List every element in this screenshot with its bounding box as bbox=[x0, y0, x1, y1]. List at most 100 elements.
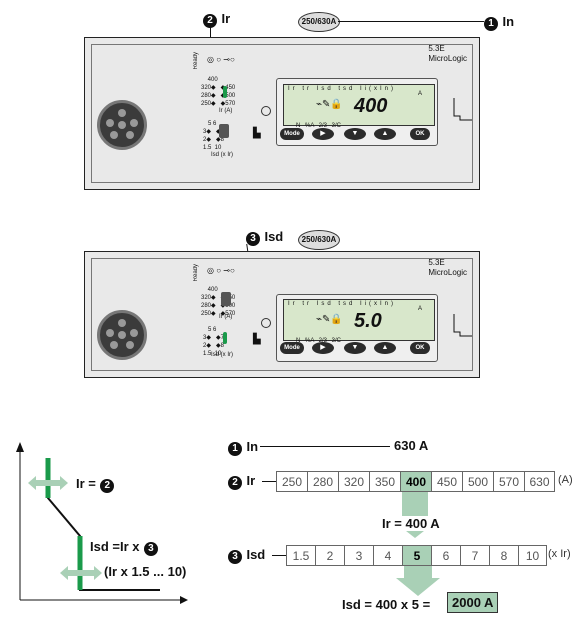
rating-oval-1: 250/630A bbox=[298, 12, 340, 32]
up-button[interactable]: ▲ bbox=[374, 128, 396, 140]
curve-isd-text: Isd =Ir x bbox=[90, 539, 140, 554]
setting-cell: 630 bbox=[524, 471, 555, 492]
trip-curve-diagram bbox=[16, 442, 188, 604]
callout-number: 3 bbox=[246, 232, 260, 246]
callout-isd-top: 3 Isd bbox=[246, 228, 283, 246]
model-number: 5.3E bbox=[428, 44, 445, 53]
in-leader-line bbox=[260, 446, 390, 447]
in-row-label: 1 In bbox=[228, 438, 258, 456]
callout-number: 1 bbox=[484, 17, 498, 31]
setting-cell: 2 bbox=[315, 545, 344, 566]
isd-dial[interactable] bbox=[223, 332, 227, 344]
lock-icon: ▙ bbox=[253, 334, 261, 345]
ir-leader-line bbox=[262, 481, 276, 482]
callout-line-in bbox=[338, 21, 484, 22]
in-value: 630 A bbox=[394, 438, 429, 453]
setting-cell: 3 bbox=[344, 545, 373, 566]
isd-dial-label: Isd (x Ir) bbox=[211, 152, 233, 158]
setting-cell: 6 bbox=[431, 545, 460, 566]
ir-label: Ir bbox=[246, 473, 256, 488]
ir-result: Ir = 400 A bbox=[380, 516, 442, 531]
mode-button[interactable]: Mode bbox=[280, 128, 304, 140]
setting-cell: 350 bbox=[369, 471, 400, 492]
curve-ir-text: Ir = bbox=[76, 476, 96, 491]
lcd-sub-labels: N %A 2/3 3/C bbox=[296, 123, 342, 129]
lcd-display-1: Ir tr Isd tsd Ii(xIn) ⌁✎🔒 400 A bbox=[283, 84, 435, 126]
rating-oval-2: 250/630A bbox=[298, 230, 340, 250]
setting-cell: 1.5 bbox=[286, 545, 315, 566]
rating-text: 250/630A bbox=[301, 17, 337, 26]
isd-dial-label: Isd (x Ir) bbox=[211, 352, 233, 358]
selected-setting-cell: 5 bbox=[402, 545, 431, 566]
callout-label: Isd bbox=[264, 229, 284, 244]
isd-unit: (x Ir) bbox=[548, 548, 571, 560]
ir-dial-label: Ir (A) bbox=[219, 108, 233, 114]
isd-label: Isd bbox=[246, 547, 266, 562]
setting-cell: 280 bbox=[307, 471, 338, 492]
lcd-display-2: Ir tr Isd tsd Ii(xIn) ⌁✎🔒 5.0 A bbox=[283, 299, 435, 341]
setting-cell: 570 bbox=[493, 471, 524, 492]
setting-cell: 500 bbox=[462, 471, 493, 492]
ir-unit: (A) bbox=[558, 474, 573, 486]
callout-number: 2 bbox=[100, 479, 115, 493]
setting-cell: 7 bbox=[460, 545, 489, 566]
indicator-ring bbox=[261, 106, 271, 116]
setting-cell: 4 bbox=[373, 545, 402, 566]
indicator-ring bbox=[261, 318, 271, 328]
ir-dial-label: Ir (A) bbox=[219, 314, 233, 320]
lock-icon: ▙ bbox=[253, 128, 261, 139]
ready-label: Ready bbox=[193, 264, 199, 282]
down-button[interactable]: ▼ bbox=[344, 128, 366, 140]
model-label: 5.3E MicroLogic bbox=[428, 44, 467, 64]
callout-number: 3 bbox=[228, 550, 242, 564]
model-number: 5.3E bbox=[428, 258, 445, 267]
up-button[interactable]: ▲ bbox=[374, 342, 396, 354]
mode-button[interactable]: Mode bbox=[280, 342, 304, 354]
lcd-icons: ⌁✎🔒 bbox=[316, 99, 343, 110]
lcd-header: Ir tr Isd tsd Ii(xIn) bbox=[288, 86, 397, 92]
next-button[interactable]: ▶ bbox=[312, 342, 334, 354]
curve-isd-label: Isd =Ir x 3 bbox=[90, 538, 158, 556]
model-label: 5.3E MicroLogic bbox=[428, 258, 467, 278]
model-name: MicroLogic bbox=[428, 268, 467, 277]
callout-number: 1 bbox=[228, 442, 242, 456]
test-socket bbox=[97, 310, 147, 360]
lcd-header: Ir tr Isd tsd Ii(xIn) bbox=[288, 301, 397, 307]
ok-button[interactable]: OK bbox=[410, 342, 430, 354]
callout-label: Ir bbox=[221, 11, 231, 26]
setting-cell: 320 bbox=[338, 471, 369, 492]
ir-dial[interactable] bbox=[223, 86, 227, 98]
setting-cell: 250 bbox=[276, 471, 307, 492]
curve-isd-range: (Ir x 1.5 ... 10) bbox=[104, 564, 187, 579]
isd-result-prefix: Isd = 400 x 5 = bbox=[342, 597, 431, 612]
callout-in-top: 1 In bbox=[484, 13, 514, 31]
rating-text: 250/630A bbox=[301, 235, 337, 244]
next-button[interactable]: ▶ bbox=[312, 128, 334, 140]
status-leds: ◎ ○ ⊸○ bbox=[207, 55, 235, 64]
setting-cell: 10 bbox=[518, 545, 547, 566]
in-label: In bbox=[246, 439, 259, 454]
ir-dial[interactable] bbox=[221, 292, 231, 306]
trip-curve-icon bbox=[453, 314, 472, 337]
isd-result-value: 2000 A bbox=[447, 592, 499, 613]
callout-number: 3 bbox=[143, 542, 158, 556]
setting-cell: 8 bbox=[489, 545, 518, 566]
callout-label: In bbox=[502, 14, 515, 29]
model-name: MicroLogic bbox=[428, 54, 467, 63]
setting-cell: 450 bbox=[431, 471, 462, 492]
down-button[interactable]: ▼ bbox=[344, 342, 366, 354]
lcd-sub-labels: N %A 2/3 3/C bbox=[296, 338, 342, 344]
isd-leader-line bbox=[272, 555, 286, 556]
callout-number: 2 bbox=[228, 476, 242, 490]
lcd-unit: A bbox=[417, 91, 422, 97]
isd-selection-arrow bbox=[396, 566, 440, 596]
selected-setting-cell: 400 bbox=[400, 471, 431, 492]
isd-dial[interactable] bbox=[219, 124, 229, 138]
ok-button[interactable]: OK bbox=[410, 128, 430, 140]
status-leds: ◎ ○ ⊸○ bbox=[207, 266, 235, 275]
lcd-value: 5.0 bbox=[354, 310, 382, 332]
